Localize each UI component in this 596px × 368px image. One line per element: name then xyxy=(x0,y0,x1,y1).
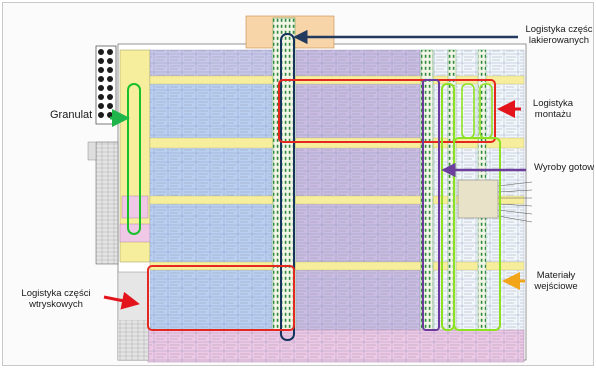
label-wtryskowe-line1: Logistyka części xyxy=(21,288,91,299)
wtryskowe-arrow xyxy=(103,291,140,310)
lakierowane-ring xyxy=(280,33,295,341)
label-montaz-line2: montażu xyxy=(534,109,572,120)
materialy-ring-4 xyxy=(479,83,493,139)
grid-purple xyxy=(296,50,420,340)
silo-dot xyxy=(98,85,104,91)
silo-dot xyxy=(98,67,104,73)
label-granulat: Granulat xyxy=(50,109,93,121)
left-gray-side xyxy=(87,141,97,161)
silo-dot xyxy=(107,67,113,73)
label-lakierowane: Logistyka częśc lakierowanych xyxy=(522,24,596,46)
factory-floor-plan xyxy=(87,15,533,363)
silo-dot xyxy=(98,103,104,109)
materialy-ring-3 xyxy=(461,83,475,139)
right-machinery-lines xyxy=(497,181,533,223)
aisle-vertical-center xyxy=(272,17,296,349)
label-materialy: Materiały wejściowe xyxy=(528,270,584,292)
label-wtryskowe: Logistyka części wtryskowych xyxy=(8,288,104,310)
grid-blue xyxy=(150,50,272,340)
label-lakierowane-line2: lakierowanych xyxy=(528,35,590,46)
label-wtryskowe-line2: wtryskowych xyxy=(29,299,83,310)
silo-dot xyxy=(107,94,113,100)
materialy-ring-2 xyxy=(441,83,455,331)
silo-dot xyxy=(107,103,113,109)
granulat-silo-rack xyxy=(95,45,117,125)
montaz-ring xyxy=(278,79,496,143)
silo-dot xyxy=(98,49,104,55)
label-montaz-line1: Logistyka xyxy=(532,98,574,109)
label-montaz: Logistyka montażu xyxy=(528,98,578,120)
bottom-left-gray-grid xyxy=(118,320,148,360)
wtryskowe-ring xyxy=(147,265,295,331)
silo-dot xyxy=(98,112,104,118)
left-gray-machine xyxy=(95,141,119,265)
silo-dot xyxy=(107,76,113,82)
callout-arrows xyxy=(103,29,526,310)
left-pink-block xyxy=(121,195,149,219)
bottom-pink-grid xyxy=(148,330,524,362)
silo-dot xyxy=(98,94,104,100)
silo-dot xyxy=(107,85,113,91)
silo-dot xyxy=(98,76,104,82)
silo-dot xyxy=(107,49,113,55)
granulat-ring xyxy=(127,83,141,235)
label-materialy-line2: wejściowe xyxy=(534,281,578,292)
right-machinery xyxy=(457,179,499,219)
silo-dot xyxy=(98,58,104,64)
wyroby-gotowe-ring xyxy=(422,79,440,331)
label-wyroby-gotowe: Wyroby gotow xyxy=(534,162,594,173)
label-lakierowane-line1: Logistyka częśc xyxy=(525,24,593,35)
highlight-rings xyxy=(127,33,501,341)
silo-dot xyxy=(107,58,113,64)
label-materialy-line1: Materiały xyxy=(536,270,576,281)
